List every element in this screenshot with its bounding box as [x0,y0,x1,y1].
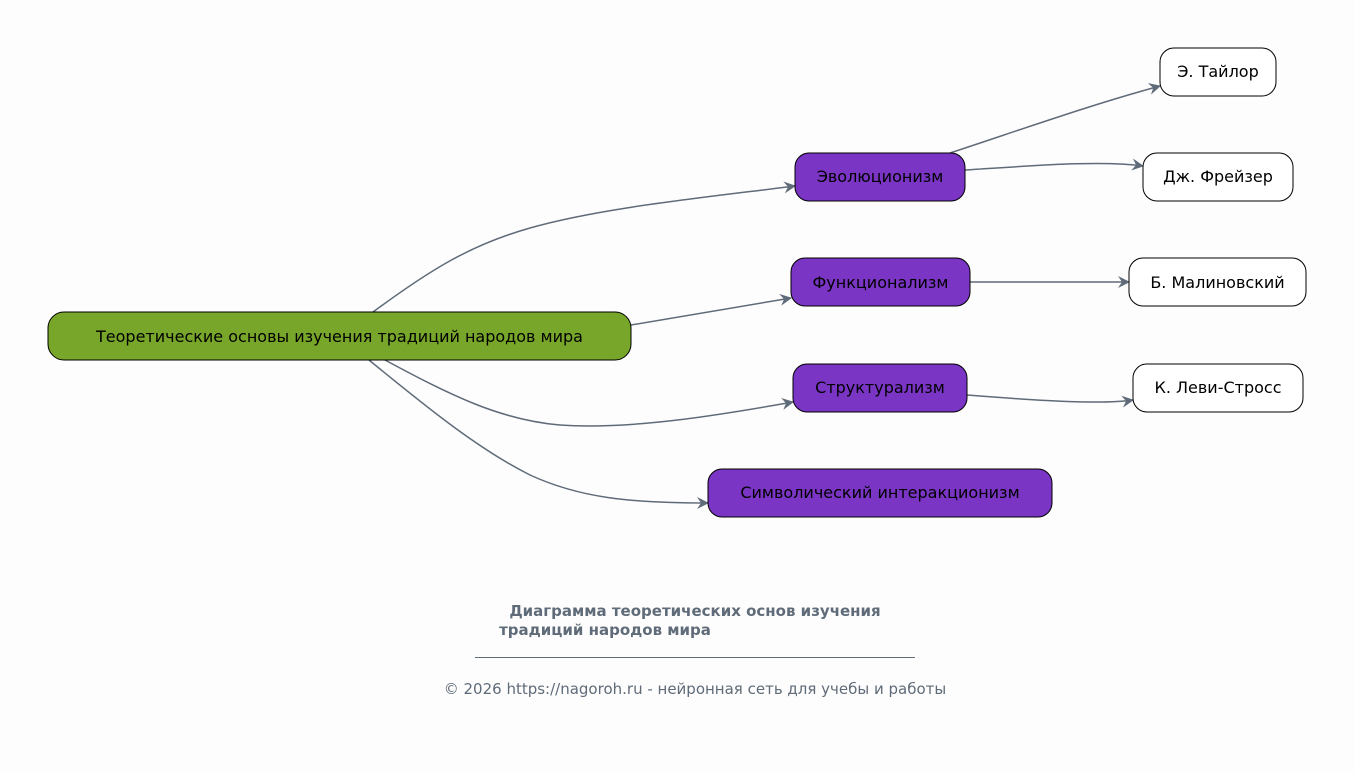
edge-evolutionism-frazer [964,158,1144,171]
node-symbolic[interactable]: Символический интеракционизм [707,468,1053,518]
edge-root-functionalism [630,293,792,326]
node-structuralism-label: Структурализм [815,378,945,397]
node-functionalism-label: Функционализм [813,273,949,292]
node-symbolic-label: Символический интеракционизм [740,483,1019,502]
node-root-label: Теоретические основы изучения традиций н… [95,327,583,346]
node-functionalism[interactable]: Функционализм [790,257,971,307]
node-structuralism[interactable]: Структурализм [792,363,968,413]
node-malinowski[interactable]: Б. Малиновский [1128,257,1307,307]
node-frazer[interactable]: Дж. Фрейзер [1142,152,1294,202]
caption-line-1: Диаграмма теоретических основ изучения [509,602,881,620]
edge-root-structuralism [384,359,794,427]
caption-line-2: традиций народов мира [499,621,711,639]
diagram-caption: Диаграмма теоретических основ изучения т… [0,602,1355,640]
node-root[interactable]: Теоретические основы изучения традиций н… [47,311,632,361]
edge-structuralism-levistrauss [966,394,1134,408]
edge-evolutionism-tylor [949,83,1161,154]
edge-root-symbolic [368,359,709,509]
node-malinowski-label: Б. Малиновский [1150,273,1284,292]
caption-divider [475,657,915,658]
node-evolutionism[interactable]: Эволюционизм [794,152,966,202]
node-levistrauss-label: К. Леви-Стросс [1154,378,1281,397]
node-levistrauss[interactable]: К. Леви-Стросс [1132,363,1304,413]
node-evolutionism-label: Эволюционизм [817,167,944,186]
edge-root-evolutionism [372,181,796,313]
node-frazer-label: Дж. Фрейзер [1163,167,1273,186]
edges [368,83,1161,509]
copyright-text: © 2026 https://nagoroh.ru - нейронная се… [443,680,947,698]
node-tylor-label: Э. Тайлор [1177,62,1259,81]
node-tylor[interactable]: Э. Тайлор [1159,47,1277,97]
